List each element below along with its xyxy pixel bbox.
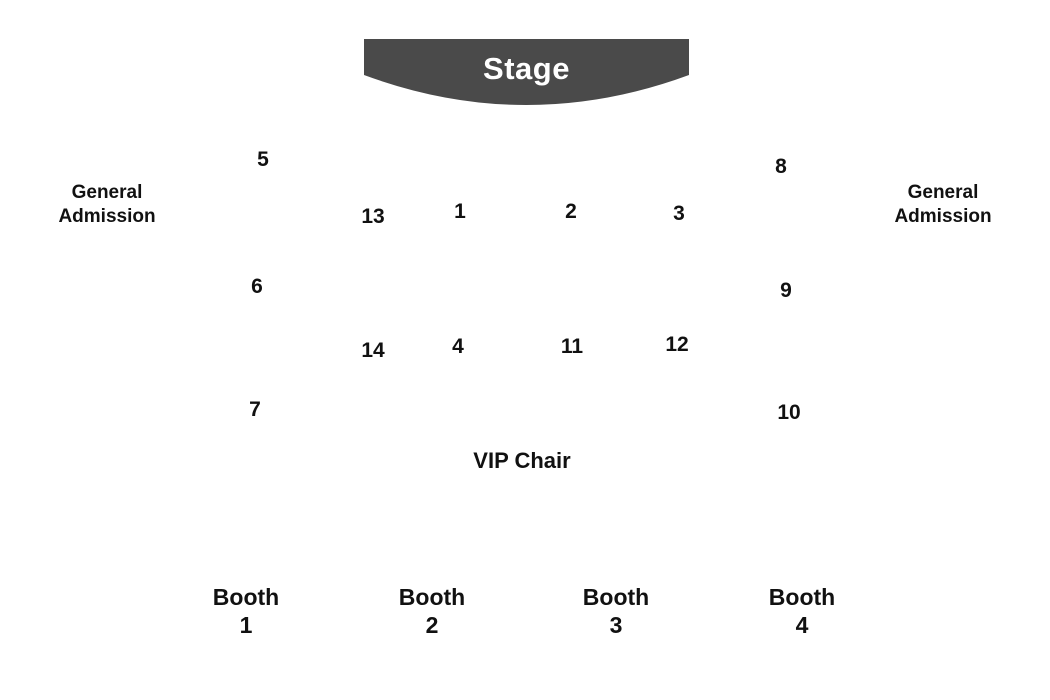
booth-1-label: Booth xyxy=(212,584,280,610)
table-2[interactable]: 2 xyxy=(565,200,577,223)
general-admission-left[interactable]: General Admission xyxy=(32,181,182,229)
vip-chair-label: VIP Chair xyxy=(473,448,571,473)
general-admission-left-line2: Admission xyxy=(58,206,156,227)
stage-label: Stage xyxy=(483,51,570,86)
table-12[interactable]: 12 xyxy=(665,333,689,356)
general-admission-right-line2: Admission xyxy=(894,206,992,227)
table-1[interactable]: 1 xyxy=(454,200,466,223)
table-3[interactable]: 3 xyxy=(673,202,685,225)
booth-3-label: Booth xyxy=(582,584,650,610)
table-11[interactable]: 11 xyxy=(560,335,584,358)
general-admission-left-line1: General xyxy=(71,182,143,203)
booth-3[interactable]: Booth 3 xyxy=(556,583,676,639)
table-8[interactable]: 8 xyxy=(775,155,787,178)
general-admission-right-line1: General xyxy=(907,182,979,203)
general-admission-right[interactable]: General Admission xyxy=(868,181,1018,229)
stage-area[interactable]: Stage xyxy=(364,39,689,105)
table-14[interactable]: 14 xyxy=(361,339,385,362)
booth-2-label: Booth xyxy=(398,584,466,610)
booth-4-number: 4 xyxy=(795,612,809,638)
booth-4[interactable]: Booth 4 xyxy=(742,583,862,639)
booth-4-label: Booth xyxy=(768,584,836,610)
booth-2-number: 2 xyxy=(425,612,439,638)
stage-shape xyxy=(364,39,689,105)
table-6[interactable]: 6 xyxy=(251,275,263,298)
booth-1-number: 1 xyxy=(239,612,253,638)
table-9[interactable]: 9 xyxy=(780,279,792,302)
booth-1[interactable]: Booth 1 xyxy=(186,583,306,639)
table-7[interactable]: 7 xyxy=(249,398,261,421)
table-5[interactable]: 5 xyxy=(257,148,269,171)
booth-3-number: 3 xyxy=(609,612,623,638)
table-4[interactable]: 4 xyxy=(452,335,464,358)
table-13[interactable]: 13 xyxy=(361,205,385,228)
table-10[interactable]: 10 xyxy=(777,401,801,424)
booth-2[interactable]: Booth 2 xyxy=(372,583,492,639)
